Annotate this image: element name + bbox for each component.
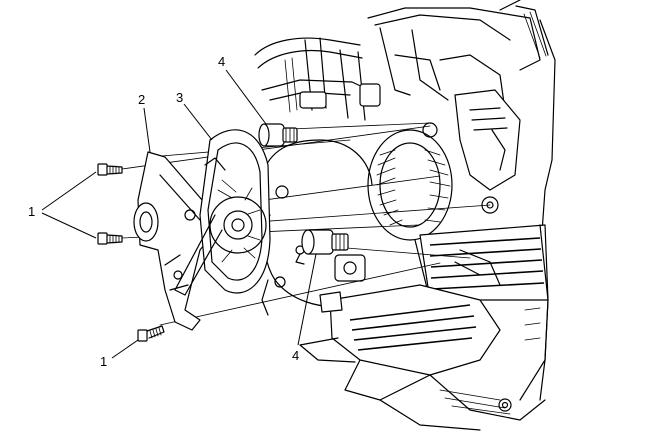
hvac-housing (254, 0, 556, 431)
actuator-bottom (295, 229, 349, 265)
callout-gear-plate: 3 (176, 90, 183, 105)
screw-middle (97, 232, 123, 245)
callout-actuator-top: 4 (218, 54, 225, 69)
callout-screw-single: 1 (100, 354, 107, 369)
callout-leaders (41, 69, 317, 359)
gear-plate (174, 129, 271, 296)
blower-wheel (367, 129, 453, 241)
actuator-top (258, 123, 298, 147)
bottom-duct (299, 284, 549, 431)
callout-bracket: 2 (138, 92, 145, 107)
callout-screw-group: 1 (28, 204, 35, 219)
callout-actuator-bottom: 4 (292, 348, 299, 363)
screw-lower (137, 325, 165, 342)
screw-upper (97, 163, 123, 176)
lower-grille (414, 224, 549, 301)
